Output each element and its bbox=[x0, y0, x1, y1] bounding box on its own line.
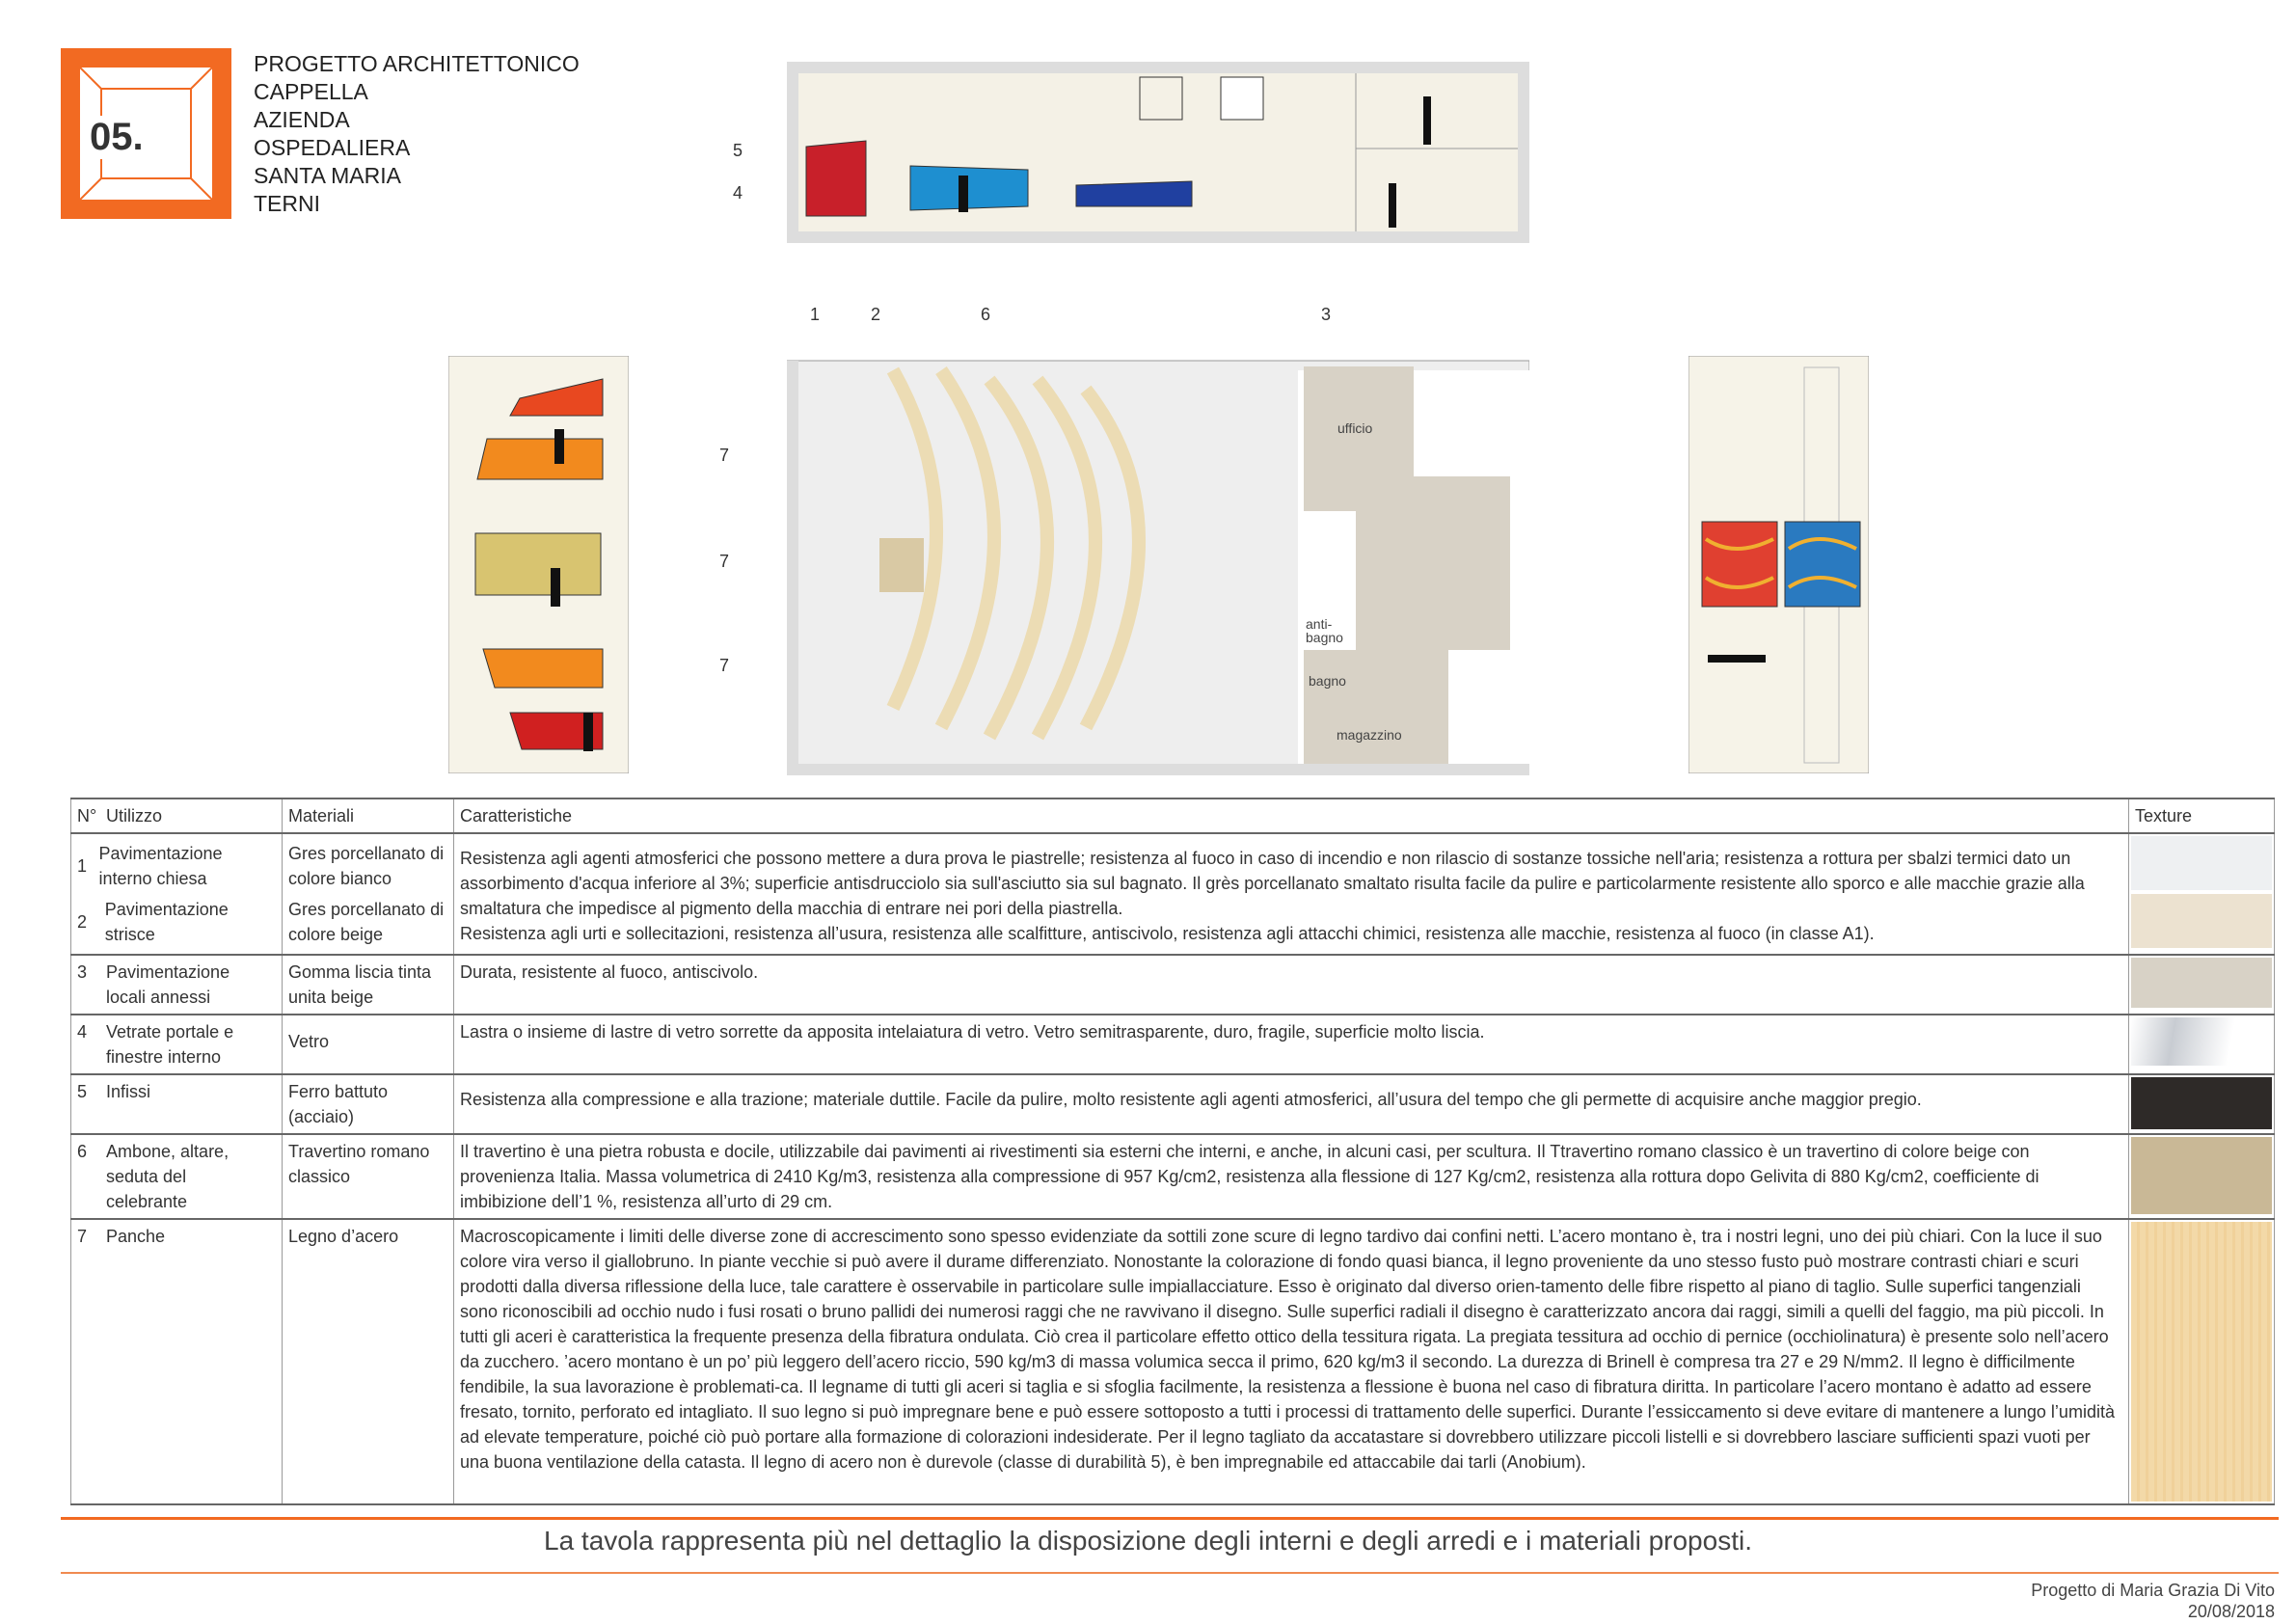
header-material: Materiali bbox=[282, 798, 454, 833]
row-material: Vetro bbox=[282, 1015, 454, 1074]
texture-swatch bbox=[2131, 1077, 2272, 1129]
author: Progetto di Maria Grazia Di Vito bbox=[2031, 1581, 2275, 1600]
table-header-row: N° Utilizzo Materiali Caratteristiche Tex… bbox=[70, 798, 2275, 833]
callout-label: 6 bbox=[981, 305, 991, 324]
table-row: 1 Pavimentazione interno chiesa 2 Pavimenta… bbox=[70, 833, 2275, 955]
header-features: Caratteristiche bbox=[453, 798, 2129, 833]
row-features: Macroscopicamente i limiti delle diverse… bbox=[453, 1219, 2129, 1504]
texture-swatch bbox=[2131, 1222, 2272, 1502]
callout-label: 3 bbox=[1321, 305, 1332, 324]
row-number: 3 bbox=[77, 962, 88, 982]
row-number: 4 bbox=[77, 1022, 88, 1042]
callout-label: 7 bbox=[719, 656, 730, 675]
row-material: Travertino romano classico bbox=[282, 1134, 454, 1219]
table-row: 4 Vetrate portale e finestre interno Vetr… bbox=[70, 1015, 2275, 1074]
row-use: Pavimentazione locali annessi bbox=[106, 962, 230, 1007]
row-use: Pavimentazione strisce bbox=[104, 900, 229, 944]
title-line: AZIENDA bbox=[254, 107, 350, 132]
texture-swatch bbox=[2131, 1017, 2272, 1066]
callout-label: 7 bbox=[719, 446, 730, 465]
left-elevation bbox=[448, 356, 629, 773]
row-number: 7 bbox=[77, 1227, 88, 1246]
texture-swatch bbox=[2131, 836, 2272, 890]
texture-swatch bbox=[2131, 1137, 2272, 1214]
texture-swatch bbox=[2131, 894, 2272, 948]
table-row: 6 Ambone, altare, seduta del celebrante T… bbox=[70, 1134, 2275, 1219]
floor-plan bbox=[787, 360, 1529, 775]
callout-label: 1 bbox=[810, 305, 821, 324]
row-material: Gres porcellanato di colore bianco bbox=[288, 844, 445, 888]
row-use: Vetrate portale e finestre interno bbox=[106, 1022, 234, 1067]
right-elevation bbox=[1688, 356, 1869, 773]
row-features: Resistenza alla compressione e alla traz… bbox=[453, 1074, 2129, 1134]
title-line: SANTA MARIA bbox=[254, 163, 401, 188]
title-line: PROGETTO ARCHITETTONICO bbox=[254, 51, 580, 76]
longitudinal-section bbox=[787, 62, 1529, 243]
row-features: Resistenza agli urti e sollecitazioni, r… bbox=[460, 924, 1875, 943]
title-line: OSPEDALIERA bbox=[254, 135, 411, 160]
room-label: ufficio bbox=[1337, 420, 1373, 436]
materials-table: N° Utilizzo Materiali Caratteristiche Tex… bbox=[70, 798, 2275, 1505]
project-title: PROGETTO ARCHITETTONICO CAPPELLA AZIENDA… bbox=[254, 50, 580, 218]
row-material: Ferro battuto (acciaio) bbox=[282, 1074, 454, 1134]
row-number: 1 bbox=[77, 856, 88, 876]
title-line: TERNI bbox=[254, 191, 320, 216]
room-label: bagno bbox=[1309, 673, 1346, 689]
room-label: anti- bagno bbox=[1306, 616, 1343, 645]
row-material: Legno d’acero bbox=[282, 1219, 454, 1504]
date: 20/08/2018 bbox=[2187, 1602, 2275, 1621]
callout-label: 5 bbox=[733, 141, 743, 160]
title-line: CAPPELLA bbox=[254, 79, 368, 104]
callout-label: 7 bbox=[719, 552, 730, 571]
header-number: N° bbox=[77, 806, 97, 826]
header-use: Utilizzo bbox=[106, 806, 163, 826]
divider bbox=[61, 1517, 2279, 1520]
row-material: Gres porcellanato di colore beige bbox=[288, 900, 445, 944]
row-features: Lastra o insieme di lastre di vetro sorr… bbox=[453, 1015, 2129, 1074]
row-use: Panche bbox=[106, 1227, 166, 1246]
row-number: 6 bbox=[77, 1142, 88, 1161]
credits: Progetto di Maria Grazia Di Vito 20/08/2… bbox=[2031, 1580, 2275, 1622]
callout-label: 4 bbox=[733, 183, 743, 203]
row-material: Gomma liscia tinta unita beige bbox=[282, 955, 454, 1015]
row-features: Resistenza agli agenti atmosferici che p… bbox=[460, 849, 2085, 918]
table-row: 3 Pavimentazione locali annessi Gomma lis… bbox=[70, 955, 2275, 1015]
board-caption: La tavola rappresenta più nel dettaglio … bbox=[544, 1526, 1752, 1556]
texture-swatch bbox=[2131, 958, 2272, 1008]
callout-label: 2 bbox=[871, 305, 881, 324]
divider bbox=[61, 1572, 2279, 1574]
row-features: Il travertino è una pietra robusta e doc… bbox=[453, 1134, 2129, 1219]
table-row: 5 Infissi Ferro battuto (acciaio) Resiste… bbox=[70, 1074, 2275, 1134]
table-row: 7 Panche Legno d’acero Macroscopicamente … bbox=[70, 1219, 2275, 1504]
board-number-logo: 05. bbox=[61, 48, 231, 219]
row-use: Infissi bbox=[106, 1082, 151, 1101]
row-use: Ambone, altare, seduta del celebrante bbox=[106, 1142, 230, 1211]
row-features: Durata, resistente al fuoco, antiscivolo… bbox=[453, 955, 2129, 1015]
board-number: 05. bbox=[90, 116, 144, 159]
header-texture: Texture bbox=[2128, 798, 2275, 833]
row-use: Pavimentazione interno chiesa bbox=[98, 844, 223, 888]
room-label: magazzino bbox=[1337, 727, 1402, 743]
row-number: 2 bbox=[77, 912, 88, 932]
row-number: 5 bbox=[77, 1082, 88, 1101]
